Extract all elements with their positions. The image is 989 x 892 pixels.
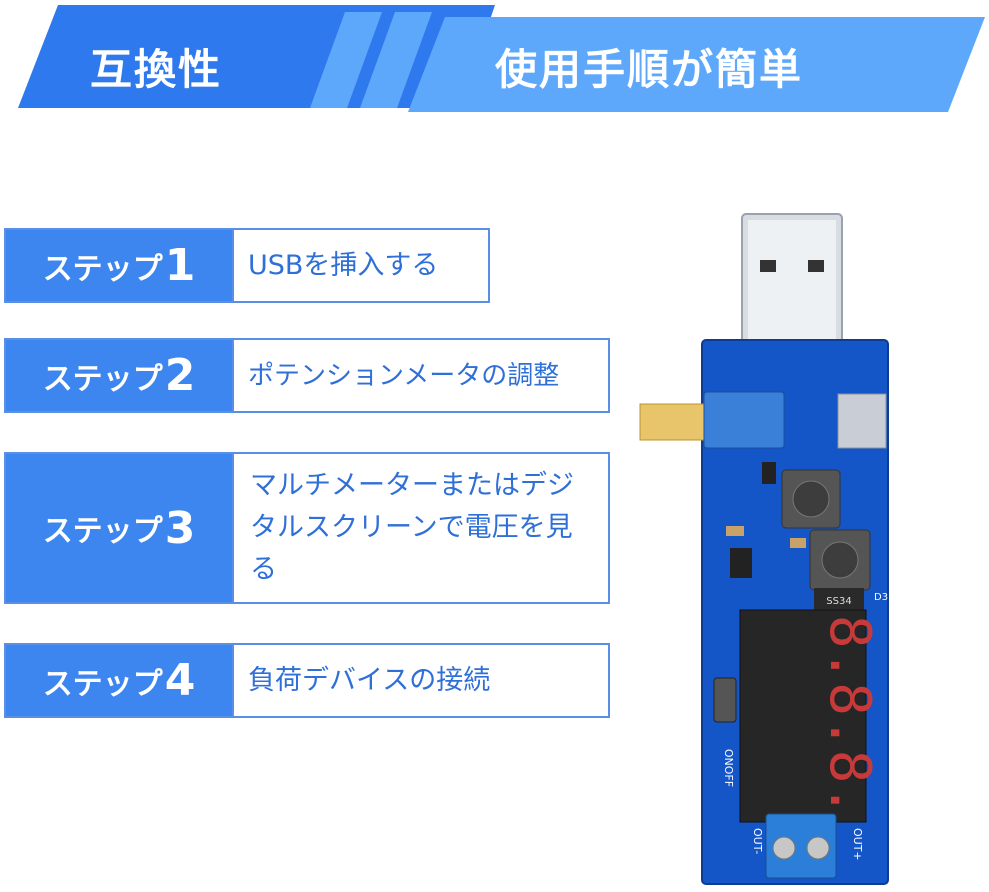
seven-segment-display: 8.8.8. xyxy=(817,615,882,817)
out-plus-label: OUT+ xyxy=(851,828,864,861)
header-banner: 互換性 使用手順が簡単 xyxy=(0,0,989,120)
step-2-description: ポテンションメータの調整 xyxy=(234,340,608,411)
step-1-description: USBを挿入する xyxy=(234,230,488,301)
d3-label: D3 xyxy=(874,592,888,603)
step-4-label-text: ステップ xyxy=(42,666,163,702)
step-1-number: 1 xyxy=(164,240,196,291)
banner-right-title: 使用手順が簡単 xyxy=(495,45,804,94)
step-2-label-text: ステップ xyxy=(42,361,163,397)
step-4-number: 4 xyxy=(164,655,196,706)
step-1-label-text: ステップ xyxy=(42,251,163,287)
step-2-number: 2 xyxy=(164,350,196,401)
onoff-label: ONOFF xyxy=(722,749,735,787)
board-illustration: SS34 D3 8.8.8. ONOFF OUT- OUT+ xyxy=(639,213,889,885)
banner-shapes xyxy=(18,5,985,112)
diode-label: SS34 xyxy=(826,596,851,607)
usb-converter-board: SS34 D3 8.8.8. ONOFF OUT- OUT+ xyxy=(630,208,890,888)
step-3-description: マルチメーターまたはデジタルスクリーンで電圧を見る xyxy=(234,454,608,602)
banner-left-title: 互換性 xyxy=(90,45,223,94)
step-4-description: 負荷デバイスの接続 xyxy=(234,645,608,716)
step-3-number: 3 xyxy=(164,502,196,554)
out-minus-label: OUT- xyxy=(751,828,764,854)
step-3-label-text: ステップ xyxy=(42,514,163,549)
